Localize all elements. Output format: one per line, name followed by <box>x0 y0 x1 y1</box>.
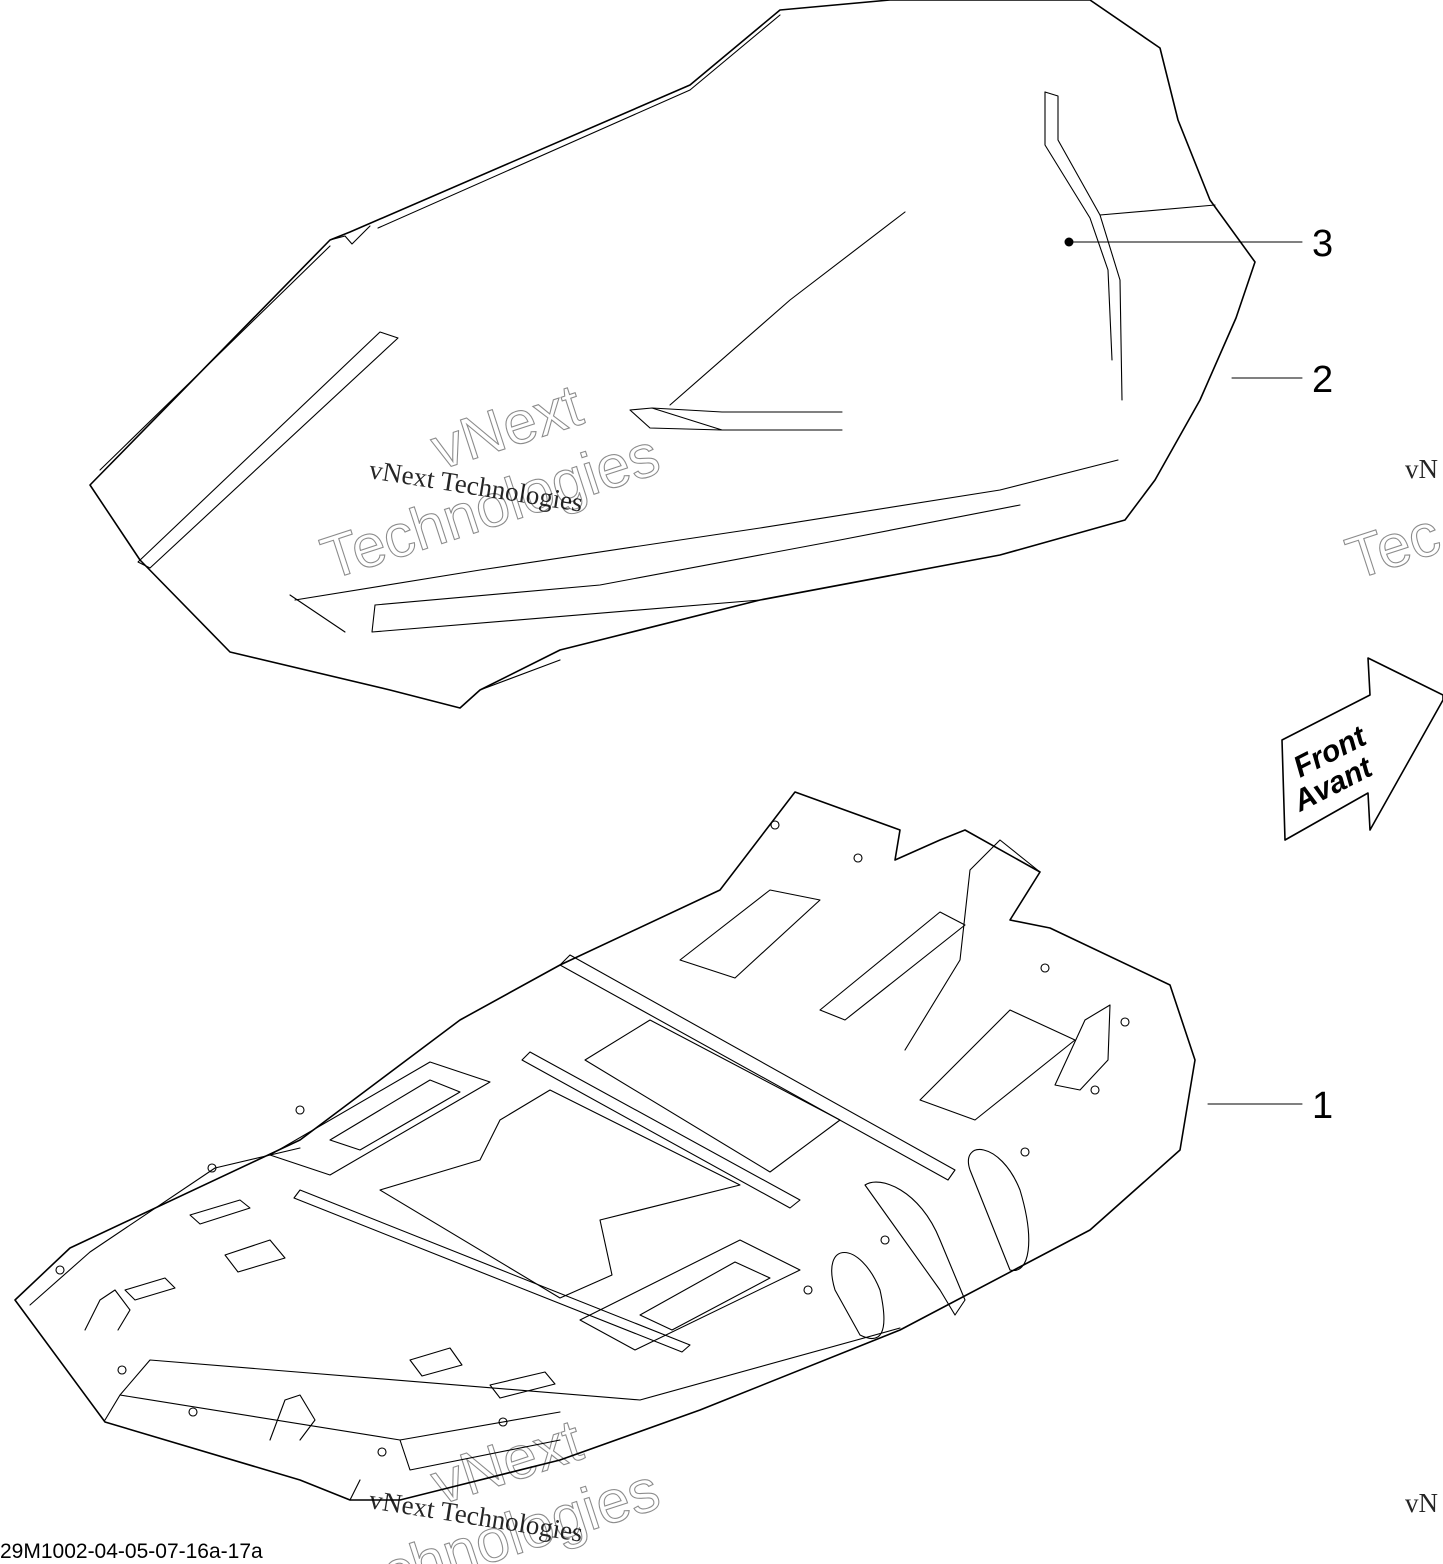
watermark-right-edge: vN Tec vN <box>1338 454 1443 1518</box>
diagram-reference-code: 29M1002-04-05-07-16a-17a <box>0 1540 263 1563</box>
callout-2: 2 <box>1231 359 1333 401</box>
seat-cover-part[interactable] <box>89 0 1256 709</box>
watermark-edge-fragment-lower: vN <box>1405 1488 1438 1518</box>
callout-number-3: 3 <box>1312 223 1333 265</box>
watermark-edge-fragment-tec: Tec <box>1338 500 1443 593</box>
watermark-edge-fragment-upper: vN <box>1405 454 1438 484</box>
watermark-bottom: vNext Technologies vNext Technologies <box>313 1406 668 1564</box>
callout-3: 3 <box>1064 223 1333 265</box>
callout-number-1: 1 <box>1312 1085 1333 1127</box>
watermark-top: vNext Technologies vNext Technologies <box>313 371 668 593</box>
callout-number-2: 2 <box>1312 359 1333 401</box>
front-direction-arrow: Front Avant <box>1281 657 1443 841</box>
seat-base-part[interactable] <box>14 791 1196 1501</box>
callout-1: 1 <box>1207 1085 1333 1127</box>
